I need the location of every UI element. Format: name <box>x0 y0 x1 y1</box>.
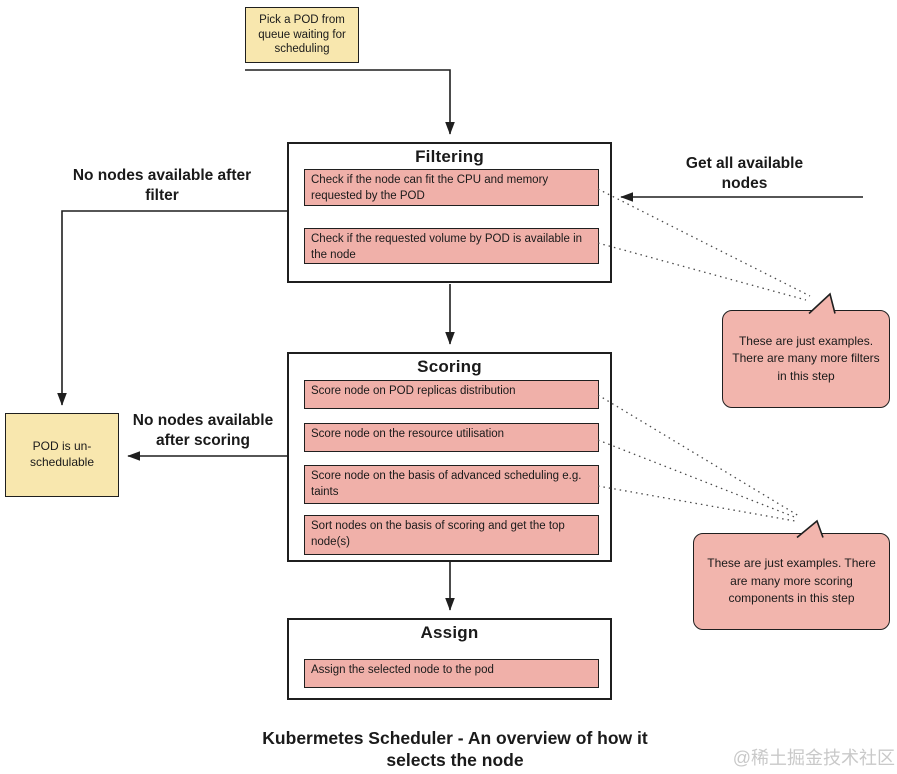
scoring-item-replicas: Score node on POD replicas distribution <box>304 380 599 409</box>
diagram-title-line2: selects the node <box>386 749 524 770</box>
stage-scoring-title: Scoring <box>417 357 482 376</box>
filtering-item-volume: Check if the requested volume by POD is … <box>304 228 599 264</box>
edge-filtering-to-unschedulable <box>57 210 287 406</box>
stage-scoring: Scoring Score node on POD replicas distr… <box>287 352 612 562</box>
dotted-filtering-item2-to-callout <box>597 242 807 301</box>
edge-label-get-all-nodes: Get all available nodes <box>685 155 804 193</box>
callout-filters-note: These are just examples. There are many … <box>722 310 890 408</box>
scoring-item-sort-nodes: Sort nodes on the basis of scoring and g… <box>304 515 599 555</box>
diagram-title: Kubermetes Scheduler - An overview of ho… <box>210 728 700 772</box>
watermark: @稀土掘金技术社区 <box>732 748 895 768</box>
edge-label-no-nodes-after-scoring: No nodes available after scoring <box>132 412 274 450</box>
edge-label-no-nodes-after-filter: No nodes available after filter <box>72 167 252 205</box>
dotted-scoring-item3-to-callout <box>597 485 796 522</box>
dotted-scoring-item2-to-callout <box>597 439 798 519</box>
edge-start-to-filtering <box>245 69 455 135</box>
stage-filtering: Filtering Check if the node can fit the … <box>287 142 612 283</box>
filtering-item-cpu-memory: Check if the node can fit the CPU and me… <box>304 169 599 206</box>
stage-assign: Assign Assign the selected node to the p… <box>287 618 612 700</box>
dotted-filtering-item1-to-callout <box>597 188 811 297</box>
diagram-title-line1: Kubermetes Scheduler - An overview of ho… <box>262 728 648 748</box>
stage-filtering-title: Filtering <box>415 147 484 166</box>
stage-assign-title: Assign <box>420 623 479 642</box>
dotted-scoring-item1-to-callout <box>597 394 800 517</box>
scoring-item-advanced-scheduling: Score node on the basis of advanced sche… <box>304 465 599 504</box>
start-node-pick-pod: Pick a POD from queue waiting for schedu… <box>245 7 359 63</box>
terminal-node-unschedulable: POD is un-schedulable <box>5 413 119 497</box>
callout-scoring-note: These are just examples. There are many … <box>693 533 890 630</box>
assign-item-selected-node: Assign the selected node to the pod <box>304 659 599 688</box>
scoring-item-utilisation: Score node on the resource utilisation <box>304 423 599 452</box>
